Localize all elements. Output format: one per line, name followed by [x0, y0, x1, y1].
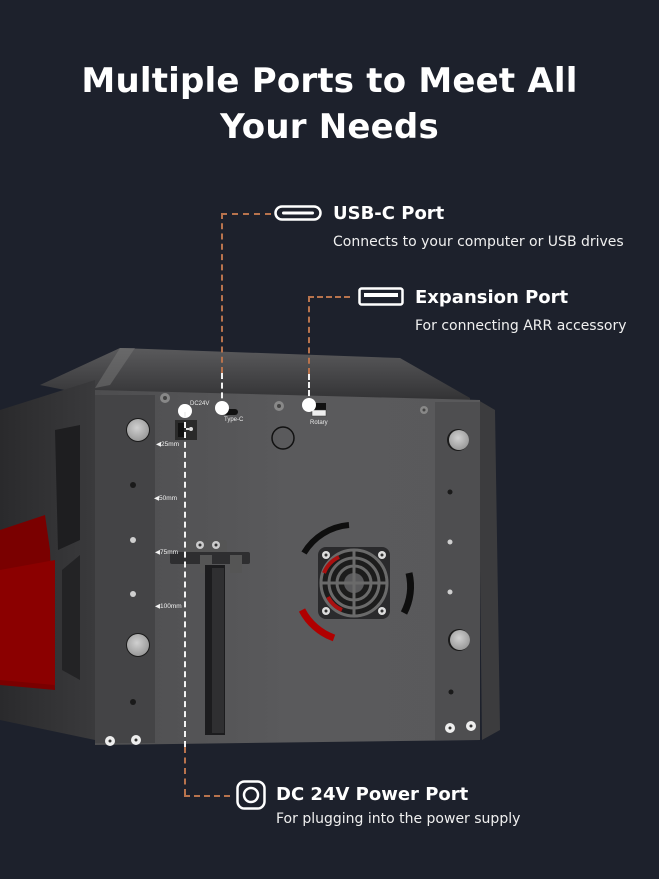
expansion-leader-horizontal	[308, 296, 350, 298]
ruler-mark-50: ◀50mm	[154, 495, 178, 502]
usb-c-anchor-dot	[215, 401, 229, 415]
headline-line-1: Multiple Ports to Meet All	[81, 61, 578, 101]
callout-dc-power-description: For plugging into the power supply	[276, 811, 521, 827]
dc-power-leader-horizontal	[184, 795, 230, 797]
expansion-leader-vertical	[308, 296, 310, 374]
rotary-port-label: Rotary	[310, 420, 328, 426]
callout-usb-c-title: USB-C Port	[333, 203, 445, 224]
typec-port-label: Type-C	[224, 417, 244, 423]
dc-port-label: DC24V	[190, 401, 210, 407]
headline-line-2: Your Needs	[220, 107, 439, 147]
usb-c-leader-horizontal	[221, 213, 271, 215]
callout-usb-c-description: Connects to your computer or USB drives	[333, 234, 624, 250]
device-rear-view: DC24V Type-C Rotary ◀25mm ◀50mm ◀75mm ◀1…	[0, 340, 520, 760]
expansion-anchor-dot	[302, 398, 316, 412]
ruler-mark-100: ◀100mm	[155, 603, 182, 610]
headline: Multiple Ports to Meet All Your Needs	[0, 58, 659, 150]
dc-power-leader-vertical	[184, 747, 186, 795]
callout-dc-power-title: DC 24V Power Port	[276, 784, 469, 805]
ruler-mark-75: ◀75mm	[155, 549, 179, 556]
device-illustration	[0, 348, 500, 746]
ruler-mark-25: ◀25mm	[156, 441, 180, 448]
dc-power-anchor-dot	[178, 404, 192, 418]
expansion-leader-vertical-device	[308, 374, 310, 404]
usb-c-port-icon	[274, 205, 322, 221]
callout-expansion-title: Expansion Port	[415, 287, 569, 308]
dc-power-leader-vertical-device	[184, 412, 186, 747]
dc-barrel-port-icon	[236, 780, 266, 810]
callout-expansion-description: For connecting ARR accessory	[415, 318, 627, 334]
usb-c-leader-vertical-device	[221, 373, 223, 408]
usb-a-port-icon	[358, 287, 404, 306]
usb-c-leader-vertical	[221, 213, 223, 373]
